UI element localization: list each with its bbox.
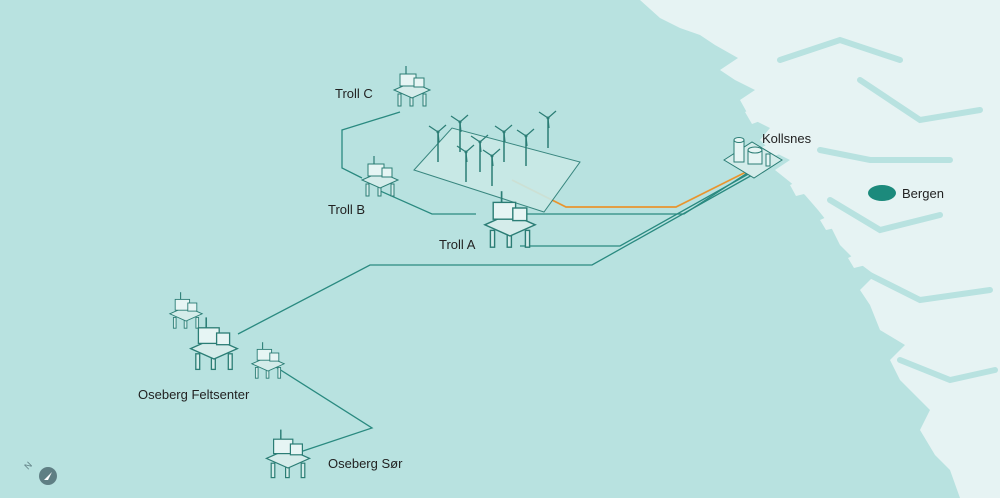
svg-text:N: N	[22, 460, 34, 472]
kollsnes-label: Kollsnes	[762, 131, 812, 146]
pipelines	[237, 111, 755, 457]
troll-a-label: Troll A	[439, 237, 476, 252]
troll-c-label: Troll C	[335, 86, 373, 101]
coastline	[640, 0, 1000, 498]
troll-b-label: Troll B	[328, 202, 365, 217]
bergen-label: Bergen	[902, 186, 944, 201]
city-marker-icon	[868, 185, 896, 201]
gas-terminal-icon	[733, 137, 771, 167]
kollsnes-terminal	[723, 137, 783, 179]
wind-farm	[413, 110, 581, 213]
fjords	[777, 36, 998, 384]
north-compass-icon: N	[22, 460, 57, 485]
oseberg-sor-label: Oseberg Sør	[328, 456, 403, 471]
oseberg-feltsenter-label: Oseberg Feltsenter	[138, 387, 250, 402]
